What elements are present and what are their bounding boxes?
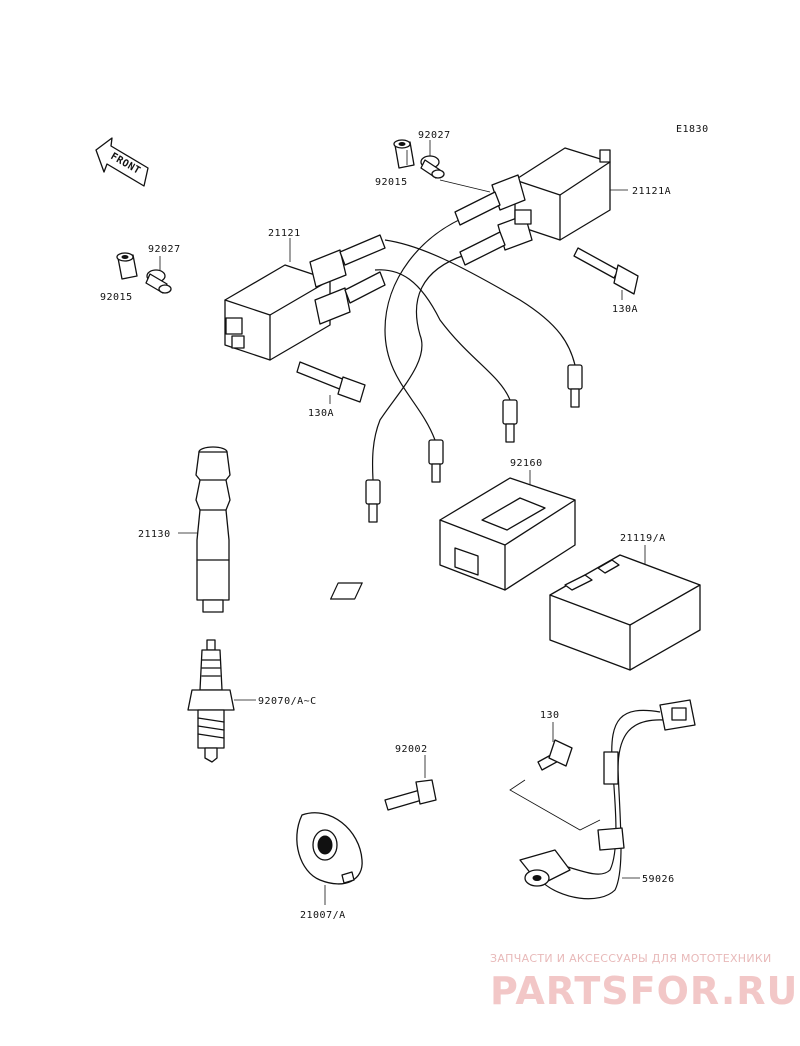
collar-92027-left xyxy=(145,269,172,294)
label-92015-left: 92015 xyxy=(100,292,133,303)
label-92027-left: 92027 xyxy=(148,244,181,255)
label-92015-top: 92015 xyxy=(375,177,408,188)
spark-plug-92070 xyxy=(187,639,235,763)
diagram-code: E1830 xyxy=(676,124,709,135)
label-21121A: 21121A xyxy=(632,186,671,197)
spark-plug-cap-21130 xyxy=(195,446,231,613)
collar-92027-top xyxy=(420,155,445,179)
ignition-coil-21121 xyxy=(224,234,386,361)
grommet-92015-top xyxy=(393,139,415,169)
label-92027-top: 92027 xyxy=(418,130,451,141)
watermark-subtitle: ЗАПЧАСТИ И АКСЕССУАРЫ ДЛЯ МОТОТЕХНИКИ xyxy=(490,952,772,965)
wire-terminals xyxy=(365,364,583,523)
label-130A-left: 130A xyxy=(308,408,334,419)
ignition-coil-21121A xyxy=(454,147,611,266)
label-92070: 92070/A~C xyxy=(258,696,317,707)
label-92002: 92002 xyxy=(395,744,428,755)
bolt-130 xyxy=(537,739,573,771)
grommet-92015-left xyxy=(116,252,138,280)
label-59026: 59026 xyxy=(642,874,675,885)
watermark-logo: PARTSFOR.RU xyxy=(490,969,798,1013)
igniter-box-92160 xyxy=(439,477,576,591)
label-92160: 92160 xyxy=(510,458,543,469)
label-21121: 21121 xyxy=(268,228,301,239)
bolt-130A-left xyxy=(296,361,366,403)
label-21119A: 21119/A xyxy=(620,533,666,544)
pickup-coil-59026 xyxy=(519,699,696,900)
label-130A-right: 130A xyxy=(612,304,638,315)
label-21130: 21130 xyxy=(138,529,171,540)
ic-igniter-21119A xyxy=(329,554,701,671)
label-21007A: 21007/A xyxy=(300,910,346,921)
label-130: 130 xyxy=(540,710,560,721)
front-arrow-icon: FRONT xyxy=(95,137,149,187)
bolt-130A-right xyxy=(573,247,639,295)
ignition-wires xyxy=(371,214,576,481)
timing-rotor-21007A xyxy=(296,812,363,885)
screw-92002 xyxy=(384,779,437,811)
